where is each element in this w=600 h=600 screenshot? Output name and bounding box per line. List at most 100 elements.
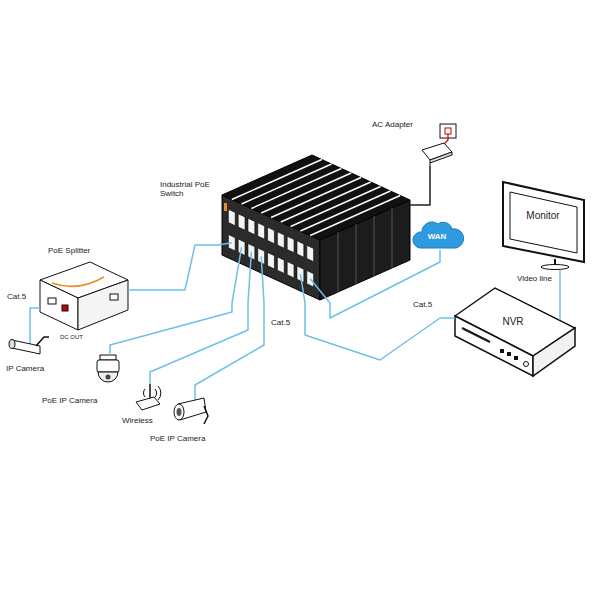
switch-port [238,214,245,230]
poe-splitter-icon [62,305,68,311]
cable-connector [330,250,440,318]
dome-camera-icon [98,372,118,382]
poe-splitter-icon [78,280,128,330]
poe-switch-icon [261,173,351,213]
poe-switch-icon [222,155,410,240]
ip-camera: IP Camera [8,332,50,360]
cable-label: Cat.5 [6,292,27,301]
node-label: Monitor [526,210,559,222]
wireless-router-icon [155,389,157,397]
wan-cloud [413,222,464,248]
ip-camera-icon [9,332,49,354]
node-label: AC Adapter [372,120,413,129]
nvr-icon [500,349,504,353]
wireless-router-icon [143,389,145,397]
cable-connector [305,303,455,360]
ac-adapter-icon [430,163,431,166]
cable-label: Cat.5 [270,318,291,327]
ip-camera-icon [29,332,31,344]
monitor-icon [541,265,569,270]
nvr-icon [455,288,575,376]
nvr-icon [507,352,511,356]
nvr-icon [559,288,561,320]
port-cable [248,252,251,303]
poe-splitter-icon [40,280,78,330]
port-cable [261,256,264,303]
switch-port [268,227,275,243]
dome-camera-icon [97,360,119,372]
wireless-router-icon [136,384,161,410]
cable-connector [110,303,232,355]
bullet-camera-icon [174,404,184,420]
monitor: Monitor [498,180,586,270]
bullet-camera-icon [174,398,208,424]
wan-cloud [413,222,464,248]
ac-adapter-icon [430,152,452,163]
port-cable [232,247,242,303]
wan-cloud: WAN [414,220,460,250]
poe-switch-icon [251,169,341,209]
poe-switch-icon [356,224,357,284]
nvr-icon [462,328,490,342]
ip-camera-icon [12,340,40,354]
bullet-camera-icon [177,408,182,416]
dome-camera: PoE IP Camera [92,355,124,393]
wireless-router-icon [158,386,161,400]
poe-switch-icon [242,164,332,204]
poe-splitter: PoE Splitter [40,262,128,332]
wireless-router-icon [136,397,160,410]
monitor-icon [503,182,584,270]
poe-switch-icon [232,160,322,200]
poe-switch-icon [300,191,390,231]
poe-splitter-icon [48,298,56,304]
switch-port [228,209,235,225]
node-label: PoE IP Camera [150,434,205,443]
switch-port [218,209,330,303]
ac-adapter-icon [422,124,456,166]
cable-label: Video line [516,274,553,283]
poe-switch-icon [218,155,410,303]
ip-camera-icon [9,340,15,349]
nvr-icon [533,328,575,376]
cable-connector [195,303,264,398]
poe-switch-icon [374,216,375,276]
poe-splitter-icon [110,294,118,300]
nvr-icon [514,356,518,360]
poe-switch-icon [310,196,400,236]
port-cable [310,279,330,303]
switch-port [287,236,294,252]
nvr: NVR [455,288,575,376]
nvr-icon [524,362,529,367]
switch-port [307,245,314,261]
node-label: WAN [428,232,447,241]
bullet-camera: PoE IP Camera [166,398,208,430]
wireless-router-icon [149,384,151,398]
poe-switch-icon [224,203,227,211]
cable-connector [30,308,40,332]
port-cable [218,243,232,245]
poe-switch-icon [291,187,381,227]
cable-label: Cat.5 [412,300,433,309]
poe-switch-icon [392,208,393,268]
switch-port [248,218,255,234]
poe-switch: Industrial PoE Switch [218,155,410,303]
poe-switch-icon [271,178,361,218]
node-label: IP Camera [6,364,44,373]
dome-camera-icon [106,375,111,380]
poe-splitter-icon [52,277,104,286]
node-label: Industrial PoE Switch [160,180,214,198]
poe-switch-icon [338,208,392,292]
ac-adapter: AC Adapter [420,122,460,166]
port-cable [300,274,305,303]
poe-splitter-icon [40,262,128,330]
node-label: PoE Splitter [48,246,90,255]
node-label: PoE IP Camera [42,396,97,405]
monitor-icon [510,192,577,253]
poe-switch-icon [338,232,339,292]
dome-camera-icon [97,355,119,382]
node-label: Wireless [122,416,153,425]
cable-connector [128,245,218,290]
